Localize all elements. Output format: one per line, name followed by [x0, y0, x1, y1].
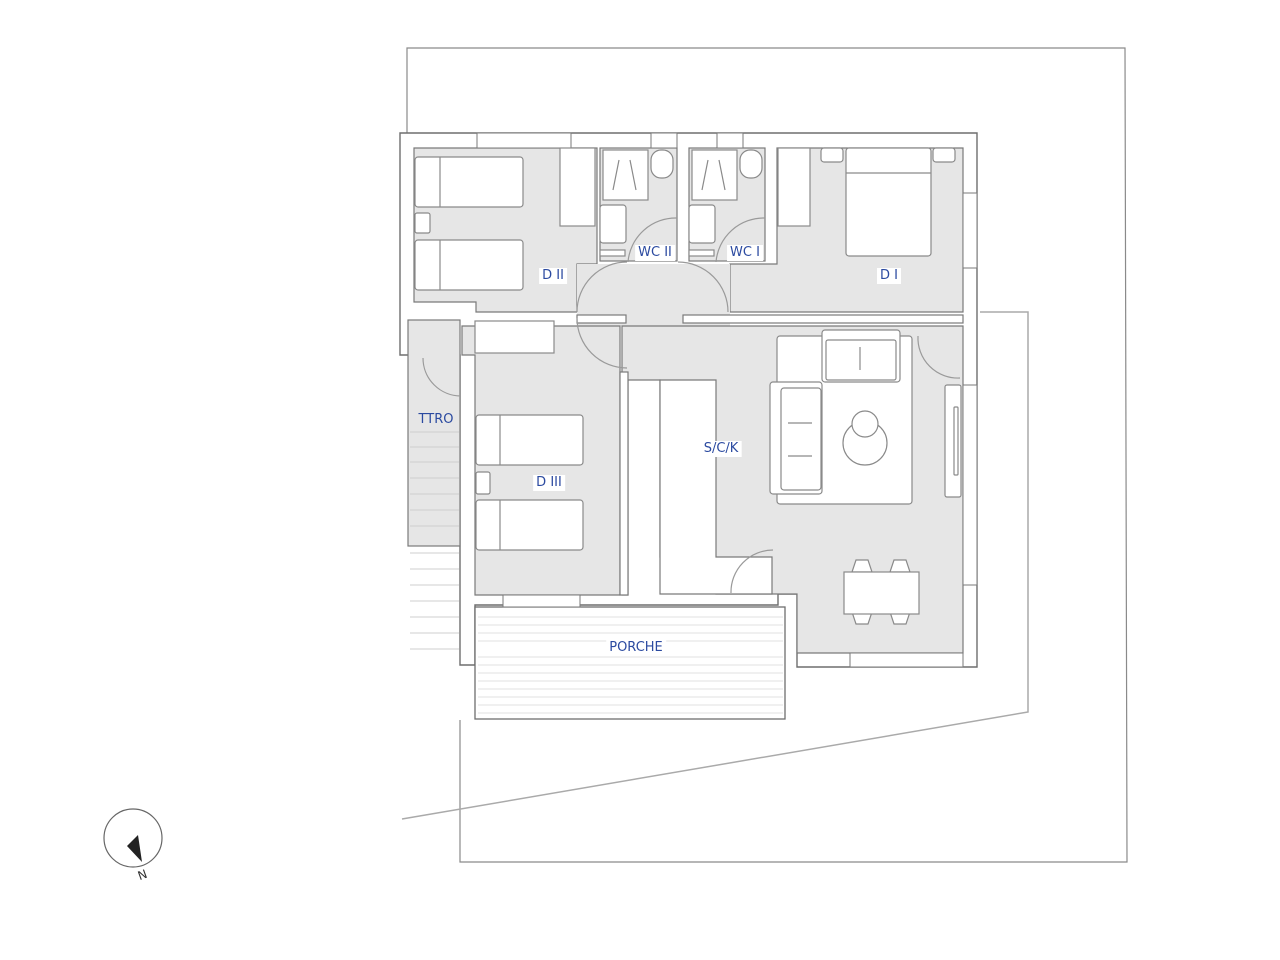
- wardrobe-icon: [474, 320, 555, 354]
- door-swings: [422, 217, 961, 594]
- chair-icon: [851, 559, 873, 573]
- nightstand-icon: [820, 147, 844, 163]
- room-label-d3: D III: [533, 475, 565, 491]
- wardrobe-icon: [559, 147, 596, 227]
- nightstand-icon: [475, 471, 491, 495]
- sink-icon: [599, 204, 627, 244]
- ttro-slats: [410, 431, 459, 650]
- shower-icon: [691, 149, 738, 201]
- room-label-wc1: WC I: [727, 245, 763, 261]
- nightstand-icon: [932, 147, 956, 163]
- windows: [476, 132, 978, 668]
- room-label-d2: D II: [539, 268, 567, 284]
- site-line: [401, 311, 1029, 820]
- north-arrow-icon: [103, 808, 163, 868]
- bed-icon: [414, 156, 524, 208]
- toilet-icon: [739, 149, 763, 179]
- shower-icon: [602, 149, 649, 201]
- bed-icon: [475, 499, 584, 551]
- wardrobe-icon: [777, 147, 811, 227]
- interior-walls: [576, 314, 964, 596]
- double-bed-icon: [845, 147, 932, 257]
- bed-icon: [475, 414, 584, 466]
- bed-icon: [414, 239, 524, 291]
- room-label-sck: S/C/K: [700, 441, 742, 457]
- furniture: [414, 147, 962, 625]
- room-label-ttro: TTRO: [418, 412, 454, 427]
- room-label-wc2: WC II: [635, 245, 675, 261]
- chair-icon: [889, 559, 911, 573]
- nightstand-icon: [414, 212, 431, 234]
- dining-table-icon: [843, 571, 920, 615]
- room-label-d1: D I: [877, 268, 901, 284]
- sink-icon: [688, 204, 716, 244]
- plot-boundary: [406, 47, 1128, 863]
- room-ttro-floor: [407, 319, 461, 547]
- porche-deck: [474, 606, 786, 720]
- toilet-icon: [650, 149, 674, 179]
- room-label-porche: PORCHE: [606, 640, 666, 656]
